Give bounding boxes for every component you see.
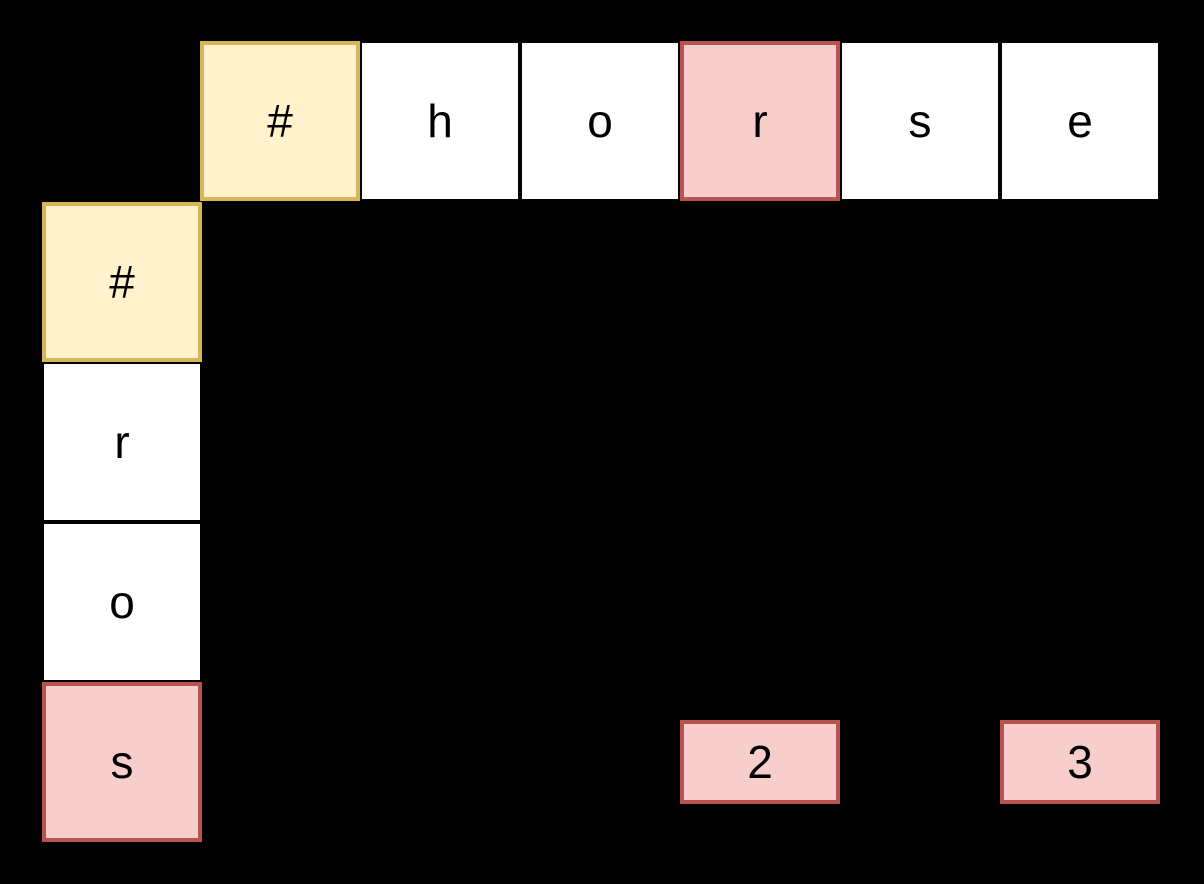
top-cell-h: h bbox=[360, 41, 520, 201]
left-cell-r: r bbox=[42, 362, 202, 522]
top-cell-e: e bbox=[1000, 41, 1160, 201]
left-cell-s: s bbox=[42, 682, 202, 842]
dp-value-box-3: 3 bbox=[1000, 720, 1160, 804]
top-cell-o: o bbox=[520, 41, 680, 201]
top-cell-s: s bbox=[840, 41, 1000, 201]
top-cell-hash: # bbox=[200, 41, 360, 201]
dp-value-box-2: 2 bbox=[680, 720, 840, 804]
top-cell-r: r bbox=[680, 41, 840, 201]
left-cell-hash: # bbox=[42, 202, 202, 362]
left-cell-o: o bbox=[42, 522, 202, 682]
